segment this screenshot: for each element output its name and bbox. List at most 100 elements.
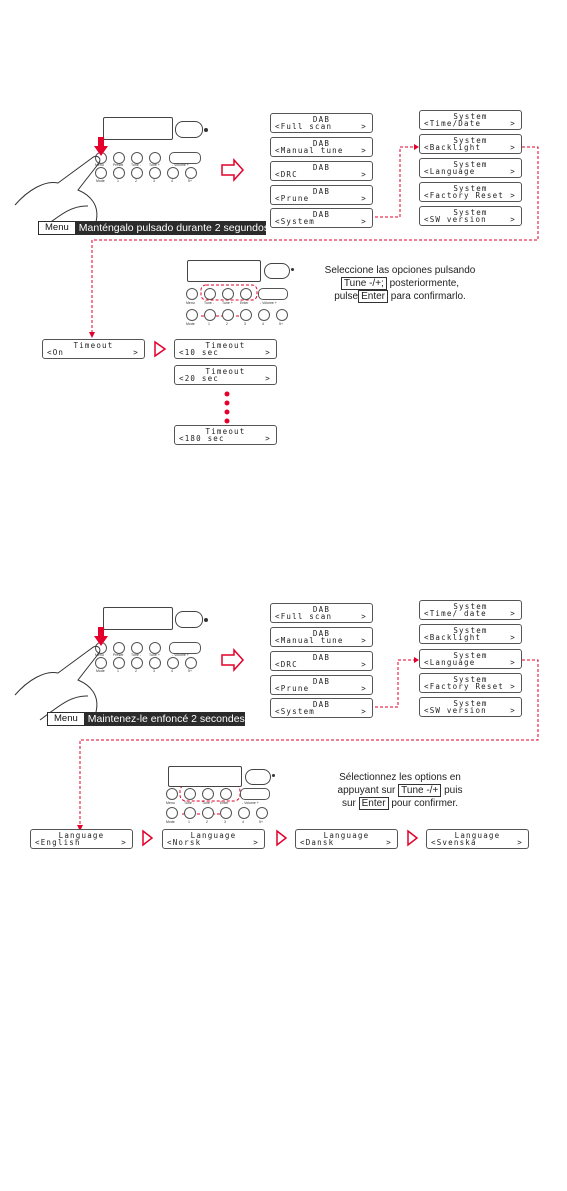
preset-1-button[interactable] [113, 657, 125, 669]
menu-button[interactable] [186, 288, 198, 300]
right-arrow-icon [221, 158, 245, 182]
tune-minus-button[interactable] [131, 152, 143, 164]
preset-4-button[interactable] [258, 309, 270, 321]
preset-4-button[interactable] [167, 657, 179, 669]
mode-button[interactable] [95, 167, 107, 179]
banner-text: Maintenez-le enfoncé 2 secondes [87, 713, 245, 725]
instruction-text-part: para confirmarlo. [390, 291, 466, 302]
menu-line: <Language [424, 167, 476, 176]
tune-plus-button[interactable] [202, 788, 214, 800]
preset-2-button[interactable] [131, 167, 143, 179]
preset-3-button[interactable] [149, 657, 161, 669]
dab-menu-item[interactable]: DAB<Full scan> [270, 113, 373, 133]
mode-button[interactable] [95, 657, 107, 669]
language-option[interactable]: Language<Norsk> [162, 829, 265, 849]
tune-key: Tune -/+ [398, 784, 442, 797]
menu-title: System [453, 602, 488, 611]
label-5: 5+ [279, 322, 283, 326]
scroll-knob[interactable] [175, 611, 203, 628]
language-option-current[interactable]: Language<English> [30, 829, 133, 849]
label-volume: - Volume + [172, 163, 189, 167]
dab-menu-item[interactable]: DAB<Manual tune> [270, 627, 373, 647]
label-4: 4 [262, 322, 264, 326]
tune-plus-button[interactable] [149, 152, 161, 164]
scroll-knob[interactable] [175, 121, 203, 138]
tune-minus-button[interactable] [204, 288, 216, 300]
menu-title: Timeout [205, 341, 246, 350]
language-option[interactable]: Language<Svenska> [426, 829, 529, 849]
tune-minus-button[interactable] [131, 642, 143, 654]
preset-5-button[interactable] [185, 657, 197, 669]
preset-3-button[interactable] [220, 807, 232, 819]
dab-menu-item[interactable]: DAB<System> [270, 208, 373, 228]
ellipsis-dot [224, 418, 230, 424]
preset-button[interactable] [113, 642, 125, 654]
dab-menu-item[interactable]: DAB<DRC> [270, 161, 373, 181]
timeout-option[interactable]: Timeout<20 sec> [174, 365, 277, 385]
preset-1-button[interactable] [113, 167, 125, 179]
menu-line: <Full scan [275, 122, 333, 131]
volume-button[interactable] [169, 152, 201, 164]
dab-menu-item[interactable]: DAB<Prune> [270, 675, 373, 695]
mode-button[interactable] [166, 807, 178, 819]
instruction-line-3: sur Enter pour confirmer. [300, 797, 500, 810]
timeout-option-current[interactable]: Timeout<On> [42, 339, 145, 359]
preset-1-button[interactable] [204, 309, 216, 321]
volume-button[interactable] [169, 642, 201, 654]
system-menu-item[interactable]: System<SW version> [419, 206, 522, 226]
system-menu-item[interactable]: System<Time/Date> [419, 110, 522, 130]
system-menu-item[interactable]: System<Language> [419, 158, 522, 178]
label-4: 4 [171, 669, 173, 673]
enter-button[interactable] [240, 288, 252, 300]
menu-line: <English [35, 838, 81, 847]
preset-4-button[interactable] [167, 167, 179, 179]
preset-5-button[interactable] [276, 309, 288, 321]
enter-button[interactable] [220, 788, 232, 800]
mode-button[interactable] [186, 309, 198, 321]
tune-plus-button[interactable] [149, 642, 161, 654]
preset-3-button[interactable] [149, 167, 161, 179]
highlight-tune-buttons [200, 284, 258, 301]
system-menu-item[interactable]: System<Language> [419, 649, 522, 669]
menu-button[interactable] [166, 788, 178, 800]
preset-2-button[interactable] [131, 657, 143, 669]
system-menu-item[interactable]: System<Time/ date> [419, 600, 522, 620]
dab-menu-item[interactable]: DAB<Full scan> [270, 603, 373, 623]
preset-3-button[interactable] [240, 309, 252, 321]
label-tune-minus: Tune - [204, 301, 214, 305]
system-menu-item[interactable]: System<Factory Reset> [419, 182, 522, 202]
preset-1-button[interactable] [184, 807, 196, 819]
dab-menu-item[interactable]: DAB<System> [270, 698, 373, 718]
dab-menu-item[interactable]: DAB<Prune> [270, 185, 373, 205]
language-option[interactable]: Language<Dansk> [295, 829, 398, 849]
preset-5-button[interactable] [185, 167, 197, 179]
ellipsis-dot [224, 400, 230, 406]
volume-button[interactable] [258, 288, 288, 300]
volume-button[interactable] [240, 788, 270, 800]
menu-line: <Time/Date [424, 119, 482, 128]
preset-2-button[interactable] [202, 807, 214, 819]
label-mode: Mode [96, 669, 105, 673]
timeout-option[interactable]: Timeout<180 sec> [174, 425, 277, 445]
chevron-right-icon: > [510, 609, 516, 618]
chevron-right-icon: > [361, 122, 367, 131]
system-menu-item[interactable]: System<SW version> [419, 697, 522, 717]
tune-minus-button[interactable] [184, 788, 196, 800]
scroll-knob[interactable] [245, 769, 271, 785]
preset-4-button[interactable] [238, 807, 250, 819]
instruction-text: Seleccione las opciones pulsando Tune -/… [300, 264, 500, 303]
label-5: 5+ [188, 669, 192, 673]
scroll-knob[interactable] [264, 263, 290, 279]
system-menu-item[interactable]: System<Backlight> [419, 624, 522, 644]
dab-menu-item[interactable]: DAB<DRC> [270, 651, 373, 671]
preset-2-button[interactable] [222, 309, 234, 321]
preset-5-button[interactable] [256, 807, 268, 819]
menu-line: <On [47, 348, 65, 357]
system-menu-item[interactable]: System<Factory Reset> [419, 673, 522, 693]
dab-menu-item[interactable]: DAB<Manual tune> [270, 137, 373, 157]
system-menu-item[interactable]: System<Backlight> [419, 134, 522, 154]
tune-plus-button[interactable] [222, 288, 234, 300]
indicator-dot [291, 268, 294, 271]
timeout-option[interactable]: Timeout<10 sec> [174, 339, 277, 359]
preset-button[interactable] [113, 152, 125, 164]
